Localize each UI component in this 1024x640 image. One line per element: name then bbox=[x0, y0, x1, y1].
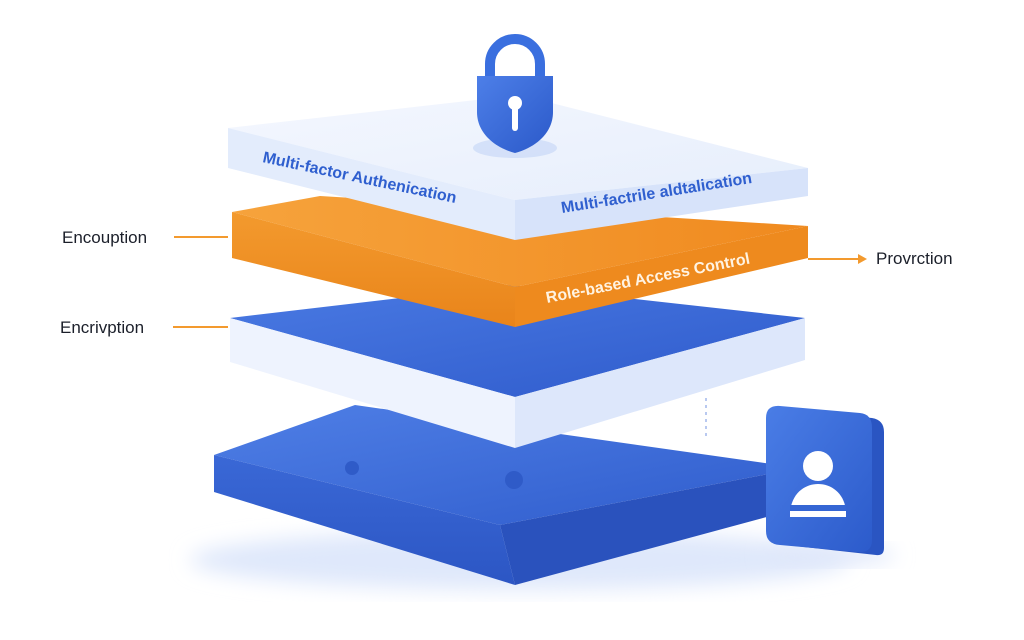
callout-encouption: Encouption bbox=[62, 228, 228, 247]
callout-provrction: Provrction bbox=[808, 249, 953, 268]
user-head bbox=[803, 451, 833, 481]
orange-layer: Role-based Access Control bbox=[232, 196, 808, 327]
base-front-face bbox=[214, 455, 515, 585]
user-stripe bbox=[790, 505, 846, 511]
base-side-face bbox=[500, 468, 800, 585]
orange-layer-side-face bbox=[515, 226, 808, 327]
orange-layer-front-face bbox=[232, 212, 515, 327]
padlock-shackle bbox=[485, 34, 545, 83]
padlock-icon bbox=[473, 34, 557, 158]
blue-layer-side-face bbox=[515, 318, 805, 448]
blue-layer-top-face bbox=[230, 285, 805, 397]
user-profile-book-icon bbox=[765, 405, 895, 565]
user-base bbox=[790, 511, 846, 517]
padlock-keyhole-slot bbox=[512, 103, 518, 131]
base-dot bbox=[345, 461, 359, 475]
callout-arrow-icon bbox=[858, 254, 867, 264]
callout-provrction-label: Provrction bbox=[876, 249, 953, 268]
blue-layer-front-face bbox=[230, 318, 515, 448]
top-layer-front-face bbox=[228, 128, 515, 240]
callout-encouption-label: Encouption bbox=[62, 228, 147, 247]
top-layer-side-face bbox=[515, 168, 808, 240]
base-dot bbox=[505, 471, 523, 489]
orange-layer-top-face bbox=[232, 196, 808, 287]
base-layer bbox=[190, 405, 850, 590]
callout-encrivption: Encrivption bbox=[60, 318, 228, 337]
base-top-face bbox=[214, 405, 800, 525]
blue-layer bbox=[230, 285, 805, 448]
callout-encrivption-label: Encrivption bbox=[60, 318, 144, 337]
